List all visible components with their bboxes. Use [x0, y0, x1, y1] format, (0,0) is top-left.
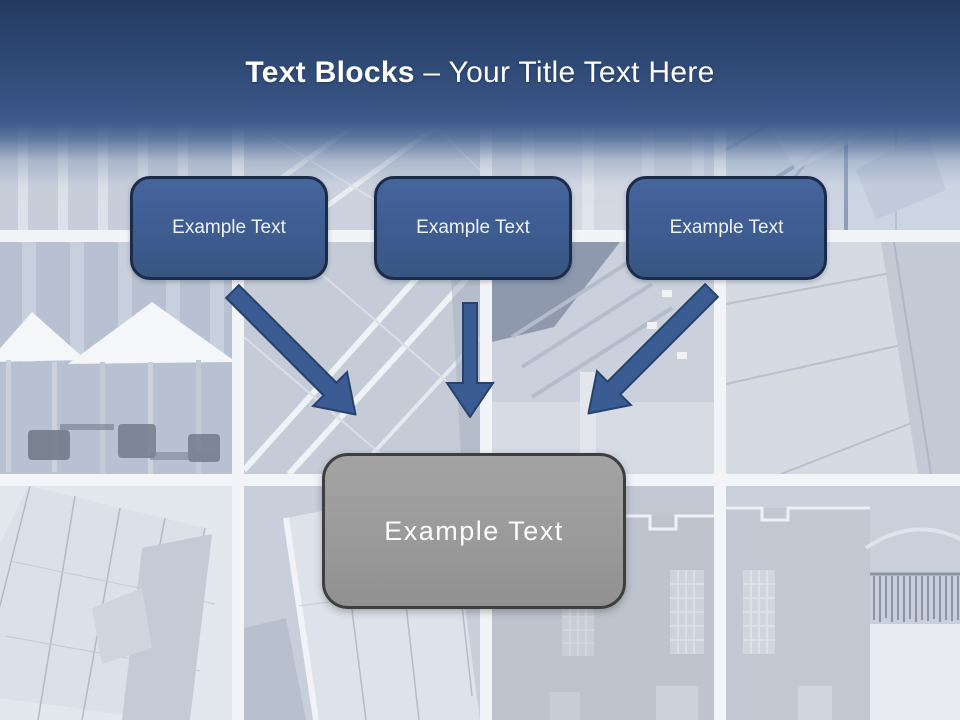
slide-title[interactable]: Text Blocks – Your Title Text Here [0, 53, 960, 93]
result-block-label: Example Text [384, 515, 564, 546]
header-gradient [0, 0, 960, 210]
text-block-1[interactable]: Example Text [130, 176, 328, 280]
arrow-down[interactable] [443, 302, 497, 418]
text-block-3[interactable]: Example Text [626, 176, 827, 280]
result-block[interactable]: Example Text [322, 453, 626, 609]
text-block-2[interactable]: Example Text [374, 176, 572, 280]
title-rest: Your Title Text Here [448, 56, 715, 89]
text-block-3-label: Example Text [669, 217, 784, 238]
text-block-2-label: Example Text [416, 217, 530, 238]
arrow-down-left[interactable] [569, 271, 732, 434]
text-block-1-label: Example Text [172, 217, 286, 238]
arrow-down-right[interactable] [213, 272, 376, 435]
title-emphasis: Text Blocks [245, 56, 415, 89]
title-separator: – [414, 56, 449, 89]
